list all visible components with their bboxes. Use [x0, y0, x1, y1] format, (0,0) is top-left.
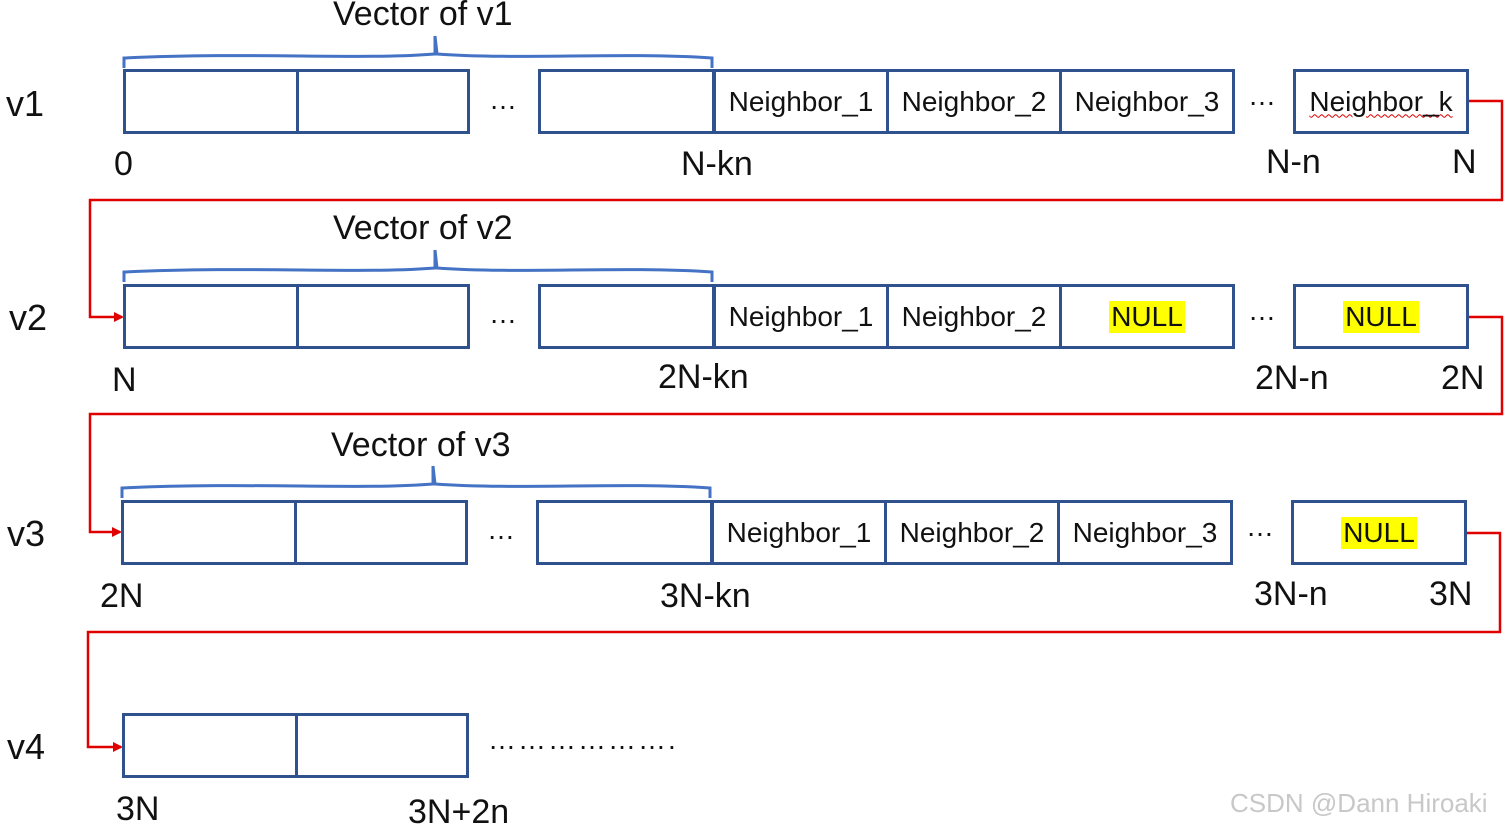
null-label: NULL — [1343, 300, 1419, 333]
vector-cell — [122, 713, 298, 778]
index-start: 0 — [114, 145, 133, 183]
vector-title-v3: Vector of v3 — [331, 426, 511, 464]
neighbor-cell-last: Neighbor_k — [1293, 69, 1469, 134]
trailing-dots: ………………. — [488, 724, 678, 755]
index-end: N — [1452, 143, 1477, 181]
null-label: NULL — [1109, 300, 1185, 333]
ellipsis: … — [489, 298, 519, 329]
row-label-v1: v1 — [6, 83, 45, 124]
vector-cell — [295, 713, 469, 778]
null-cell-last: NULL — [1293, 284, 1469, 349]
vector-cell — [294, 500, 468, 565]
vector-title-v1: Vector of v1 — [333, 0, 513, 33]
index-start: N — [112, 361, 137, 399]
vector-cell — [296, 284, 470, 349]
index-start: 3N — [116, 790, 160, 828]
neighbor-cell: Neighbor_3 — [1057, 500, 1233, 565]
ellipsis: … — [487, 514, 517, 545]
neighbor-label: Neighbor_2 — [901, 300, 1047, 332]
index-neighbor-end: N-n — [1266, 143, 1321, 181]
ellipsis: … — [1248, 80, 1278, 111]
index-vector-end: 3N+2n — [408, 793, 510, 831]
connector-arrow-v1-v2 — [88, 99, 1504, 322]
neighbor-label: Neighbor_1 — [726, 516, 872, 548]
index-vector-end: N-kn — [681, 145, 753, 183]
connector-arrow-v2-v3 — [88, 315, 1504, 537]
connector-arrow-v3-v4 — [86, 531, 1502, 752]
vector-brace-v1 — [122, 35, 714, 68]
vector-cell — [538, 69, 715, 134]
vector-brace-v3 — [120, 465, 712, 498]
vector-cell — [536, 500, 713, 565]
index-start: 2N — [100, 577, 144, 615]
vector-brace-v2 — [122, 249, 714, 282]
null-label: NULL — [1341, 516, 1417, 549]
index-end: 2N — [1441, 359, 1485, 397]
neighbor-cell: Neighbor_1 — [713, 69, 889, 134]
vector-cell — [296, 69, 470, 134]
null-cell-last: NULL — [1291, 500, 1467, 565]
ellipsis: … — [489, 84, 519, 115]
ellipsis: … — [1246, 511, 1276, 542]
watermark: CSDN @Dann Hiroaki — [1230, 788, 1488, 818]
vector-cell — [538, 284, 715, 349]
index-neighbor-end: 2N-n — [1255, 359, 1329, 397]
index-neighbor-end: 3N-n — [1254, 575, 1328, 613]
neighbor-label: Neighbor_3 — [1074, 85, 1220, 117]
vector-cell — [121, 500, 297, 565]
ellipsis: … — [1248, 295, 1278, 326]
neighbor-label: Neighbor_2 — [901, 85, 1047, 117]
neighbor-label: Neighbor_3 — [1072, 516, 1218, 548]
row-label-v2: v2 — [9, 297, 48, 338]
neighbor-label: Neighbor_1 — [728, 300, 874, 332]
vector-cell — [123, 69, 299, 134]
null-cell: NULL — [1059, 284, 1235, 349]
neighbor-cell: Neighbor_2 — [886, 284, 1062, 349]
index-vector-end: 3N-kn — [660, 577, 751, 615]
neighbor-label: Neighbor_1 — [728, 85, 874, 117]
neighbor-label: Neighbor_k — [1309, 85, 1453, 117]
neighbor-cell: Neighbor_2 — [886, 69, 1062, 134]
neighbor-cell: Neighbor_3 — [1059, 69, 1235, 134]
vector-title-v2: Vector of v2 — [333, 209, 513, 247]
neighbor-cell: Neighbor_1 — [713, 284, 889, 349]
vector-cell — [123, 284, 299, 349]
row-label-v3: v3 — [7, 513, 46, 554]
neighbor-cell: Neighbor_1 — [711, 500, 887, 565]
neighbor-label: Neighbor_2 — [899, 516, 1045, 548]
neighbor-cell: Neighbor_2 — [884, 500, 1060, 565]
index-vector-end: 2N-kn — [658, 358, 749, 396]
row-label-v4: v4 — [7, 726, 46, 767]
index-end: 3N — [1429, 575, 1473, 613]
